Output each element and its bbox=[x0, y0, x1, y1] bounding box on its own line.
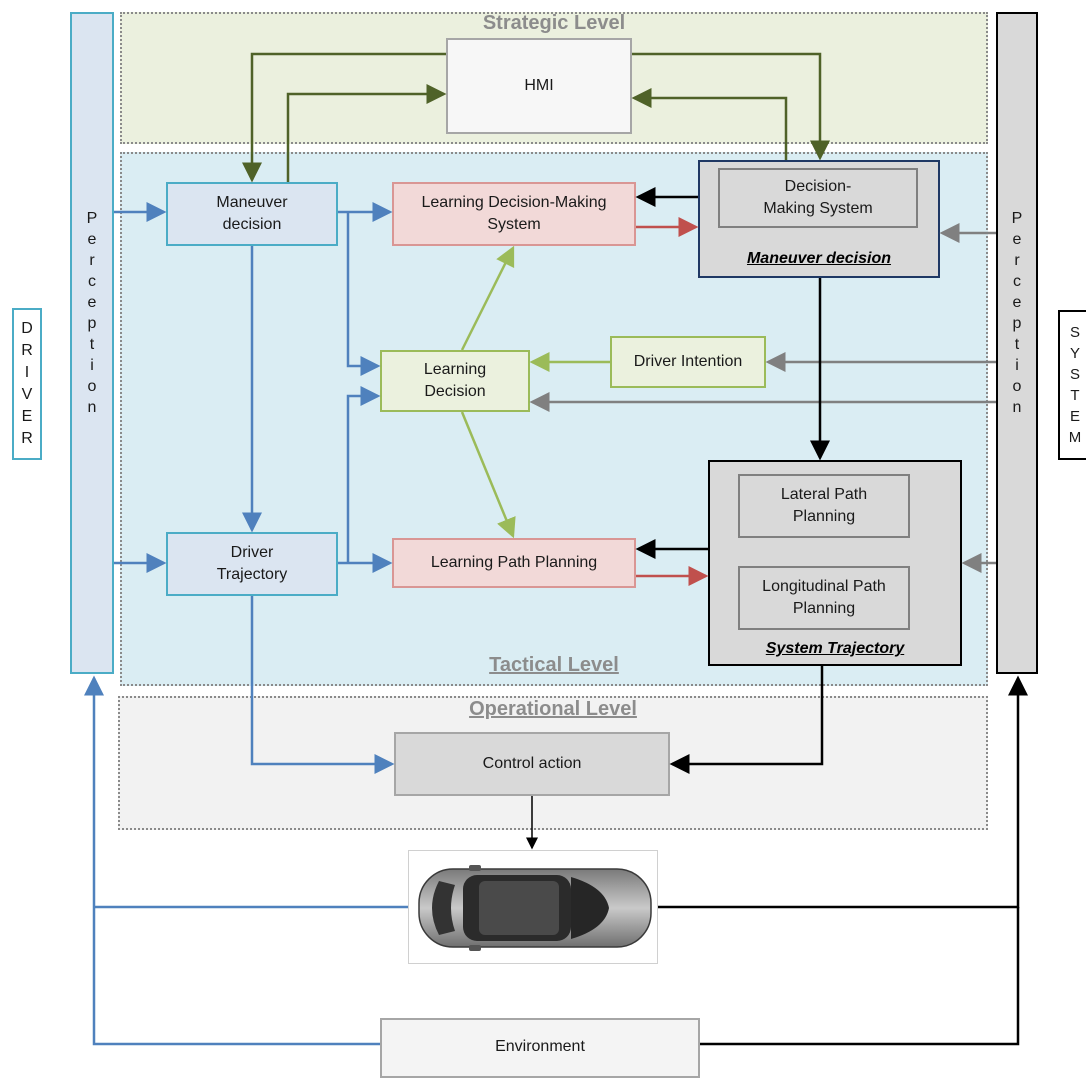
control-action-box: Control action bbox=[394, 732, 670, 796]
perception-letter: e bbox=[1012, 294, 1022, 311]
perception-letter: i bbox=[1015, 357, 1019, 374]
perception-letter: p bbox=[87, 315, 97, 332]
system-letter: Y bbox=[1069, 345, 1080, 362]
perception-letter: c bbox=[1013, 273, 1021, 290]
perception-letter: P bbox=[1011, 210, 1023, 227]
driver-letter: V bbox=[21, 386, 33, 403]
system-label: S Y S T E M bbox=[1058, 310, 1086, 460]
perception-letter: e bbox=[87, 294, 97, 311]
perception-letter: r bbox=[89, 252, 95, 269]
perception-letter: r bbox=[1014, 252, 1020, 269]
driver-letter: D bbox=[21, 320, 33, 337]
perception-letter: e bbox=[1012, 231, 1022, 248]
perception-letter: p bbox=[1012, 315, 1022, 332]
learning-decision-box: Learning Decision bbox=[380, 350, 530, 412]
tactical-level-title: Tactical Level bbox=[489, 654, 619, 676]
driver-letter: R bbox=[21, 342, 33, 359]
learning-decision-making-system-box: Learning Decision-Making System bbox=[392, 182, 636, 246]
driver-letter: I bbox=[24, 364, 30, 381]
system-letter: T bbox=[1070, 387, 1080, 404]
perception-letter: c bbox=[88, 273, 96, 290]
longitudinal-path-planning-box: Longitudinal Path Planning bbox=[738, 566, 910, 630]
car-top-view-icon bbox=[418, 865, 652, 951]
strategic-level-title: Strategic Level bbox=[482, 12, 626, 34]
operational-level-title: Operational Level bbox=[469, 698, 637, 720]
perception-letter: t bbox=[1014, 336, 1020, 353]
system-letter: M bbox=[1068, 429, 1082, 446]
perception-letter: e bbox=[87, 231, 97, 248]
perception-letter: n bbox=[1012, 399, 1022, 416]
learning-path-planning-box: Learning Path Planning bbox=[392, 538, 636, 588]
driver-intention-box: Driver Intention bbox=[610, 336, 766, 388]
vehicle-panel bbox=[408, 850, 658, 964]
perception-letter: n bbox=[87, 399, 97, 416]
system-letter: E bbox=[1069, 408, 1080, 425]
system-trajectory-box: Lateral Path Planning Longitudinal Path … bbox=[708, 460, 962, 666]
system-letter: S bbox=[1069, 324, 1080, 341]
decision-making-system-box: Decision-Making System bbox=[718, 168, 918, 228]
driver-label: D R I V E R bbox=[12, 308, 42, 460]
perception-letter: i bbox=[90, 357, 94, 374]
perception-letter: o bbox=[1012, 378, 1022, 395]
system-trajectory-label: System Trajectory bbox=[765, 640, 905, 657]
maneuver-decision-system-box: Decision-Making System Maneuver decision bbox=[698, 160, 940, 278]
hmi-box: HMI bbox=[446, 38, 632, 134]
driver-letter: R bbox=[21, 430, 33, 447]
perception-letter: o bbox=[87, 378, 97, 395]
driver-perception-column: P e r c e p t i o n bbox=[70, 12, 114, 674]
maneuver-decision-driver-box: Maneuver decision bbox=[166, 182, 338, 246]
perception-letter: P bbox=[86, 210, 98, 227]
system-letter: S bbox=[1069, 366, 1080, 383]
system-perception-column: P e r c e p t i o n bbox=[996, 12, 1038, 674]
maneuver-decision-system-label: Maneuver decision bbox=[746, 250, 892, 267]
driver-letter: E bbox=[21, 408, 33, 425]
perception-letter: t bbox=[89, 336, 95, 353]
lateral-path-planning-box: Lateral Path Planning bbox=[738, 474, 910, 538]
driver-trajectory-box: Driver Trajectory bbox=[166, 532, 338, 596]
